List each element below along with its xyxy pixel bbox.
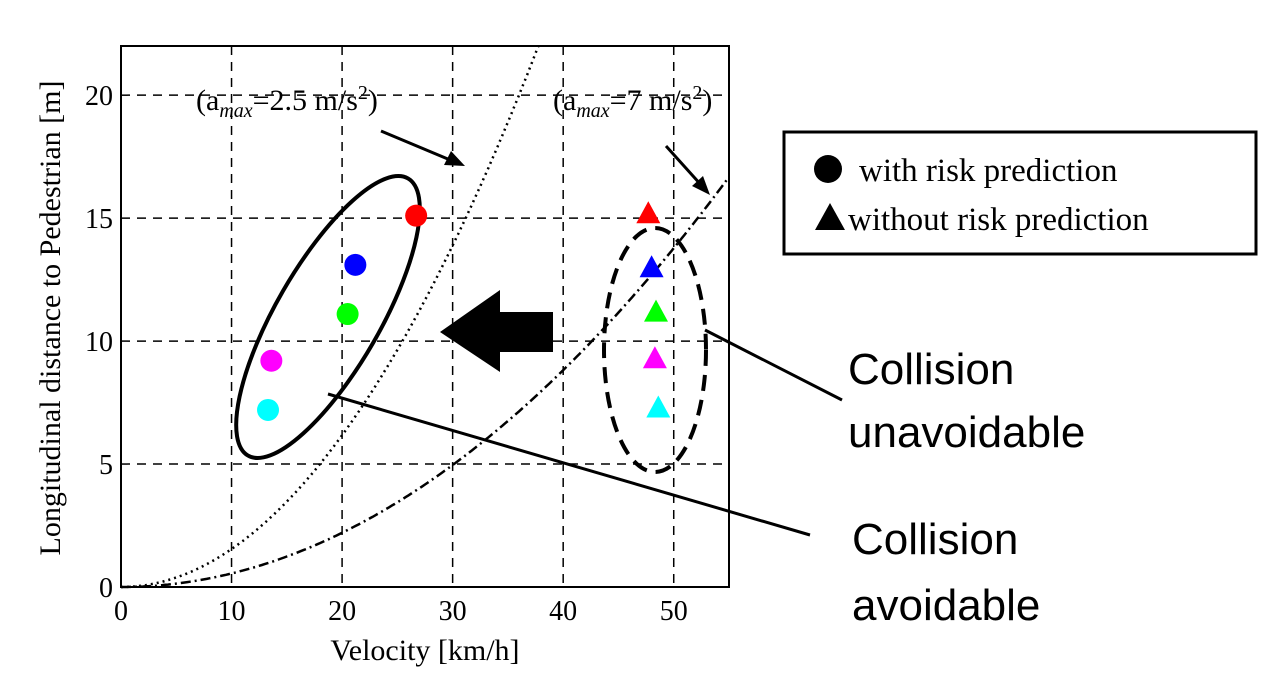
curve-a0 (121, 45, 540, 589)
point-without-prediction-3 (642, 346, 667, 369)
point-with-prediction-1 (344, 253, 367, 276)
callout-line-unavoidable (704, 328, 843, 402)
x-tick-label-0: 0 (114, 596, 128, 627)
point-without-prediction-1 (639, 255, 664, 278)
x-tick-label-40: 40 (549, 596, 577, 627)
y-axis-label: Longitudinal distance to Pedestrian [m] (34, 81, 67, 556)
legend-box (782, 130, 1258, 256)
y-tick-label-15: 15 (85, 204, 113, 235)
grid-lines (121, 46, 729, 587)
axis-ticks: 0 10 20 30 40 50 0 5 10 15 20 (85, 81, 688, 627)
curve-label-amax-7: (amax=7 m/s2) (553, 82, 712, 122)
with-prediction-group-ellipse (234, 174, 422, 460)
point-without-prediction-4 (646, 395, 671, 418)
legend-item-without-prediction: without risk prediction (848, 202, 1149, 238)
point-with-prediction-4 (257, 398, 280, 421)
without-prediction-group-ellipse (602, 226, 708, 474)
data-points (257, 201, 671, 421)
point-with-prediction-3 (260, 349, 283, 372)
annotation-collision-unavoidable-line2: unavoidable (848, 408, 1085, 457)
improvement-arrow (440, 290, 553, 372)
curve-label-pointers (380, 129, 710, 195)
x-tick-label-50: 50 (660, 596, 688, 627)
point-with-prediction-2 (336, 303, 359, 326)
point-without-prediction-0 (636, 201, 661, 224)
braking-curves (121, 45, 730, 589)
curve-a1 (121, 176, 730, 589)
y-tick-label-10: 10 (85, 327, 113, 358)
x-tick-label-30: 30 (439, 596, 467, 627)
curve-label-amax-2-5: (amax=2.5 m/s2) (196, 82, 378, 122)
legend-triangle-marker-icon (815, 203, 845, 230)
annotation-collision-unavoidable-line1: Collision (848, 345, 1014, 394)
legend-circle-marker-icon (814, 155, 842, 183)
legend: with risk prediction without risk predic… (782, 130, 1258, 256)
point-without-prediction-2 (644, 299, 668, 322)
y-tick-label-0: 0 (99, 573, 113, 604)
legend-item-with-prediction: with risk prediction (859, 153, 1117, 189)
point-with-prediction-0 (405, 204, 428, 227)
y-tick-label-5: 5 (99, 450, 113, 481)
x-axis-label: Velocity [km/h] (330, 634, 519, 667)
annotation-collision-avoidable-line2: avoidable (852, 581, 1040, 630)
x-tick-label-10: 10 (218, 596, 246, 627)
plot-area-frame (120, 45, 730, 588)
annotation-collision-avoidable-line1: Collision (852, 515, 1018, 564)
y-tick-label-20: 20 (85, 81, 113, 112)
x-tick-label-20: 20 (328, 596, 356, 627)
